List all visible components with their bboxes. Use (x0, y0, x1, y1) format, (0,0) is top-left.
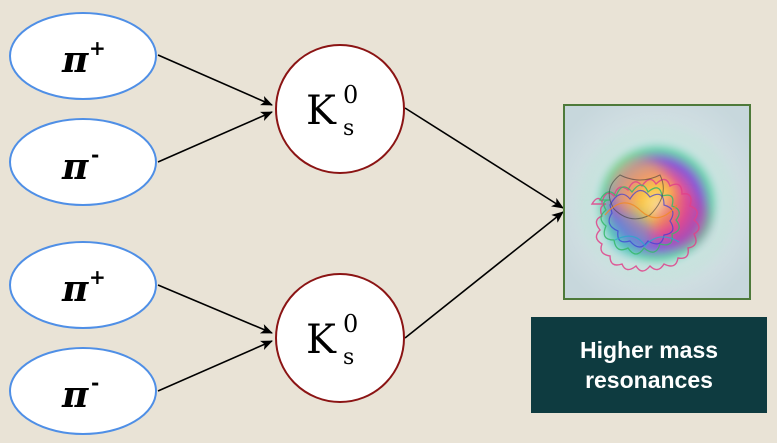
kaon-symbol: K (306, 317, 337, 363)
kaon-subscript: s (343, 345, 354, 370)
pion-node-3: π + (9, 241, 157, 329)
caption-line-1: Higher mass (579, 337, 719, 363)
resonance-caption: Higher mass resonances (531, 317, 767, 413)
kaon-symbol: K (306, 88, 337, 134)
caption-line-2: resonances (585, 367, 713, 393)
pion-charge: - (91, 143, 99, 167)
pion-charge: - (91, 371, 99, 395)
pion-symbol: π (61, 146, 89, 188)
arrow-kaon2-resonance (404, 211, 564, 339)
pion-symbol: π (61, 268, 89, 310)
arrow-pion1-kaon1 (157, 54, 273, 106)
pion-node-2: π - (9, 118, 157, 206)
pion-symbol: π (61, 374, 89, 416)
pion-symbol: π (61, 39, 89, 81)
kaon-node-2: K 0 s (275, 273, 405, 403)
pion-charge: + (89, 36, 106, 60)
arrow-pion4-kaon2 (157, 340, 273, 392)
pion-charge: + (89, 265, 106, 289)
kaon-subscript: s (343, 116, 354, 141)
kaon-superscript: 0 (343, 81, 358, 109)
arrow-kaon1-resonance (404, 107, 564, 209)
kaon-node-1: K 0 s (275, 44, 405, 174)
pion-node-4: π - (9, 347, 157, 435)
arrow-pion3-kaon2 (157, 284, 273, 334)
kaon-superscript: 0 (343, 310, 358, 338)
arrow-pion2-kaon1 (157, 111, 273, 163)
pion-node-1: π + (9, 12, 157, 100)
resonance-image (563, 104, 751, 300)
